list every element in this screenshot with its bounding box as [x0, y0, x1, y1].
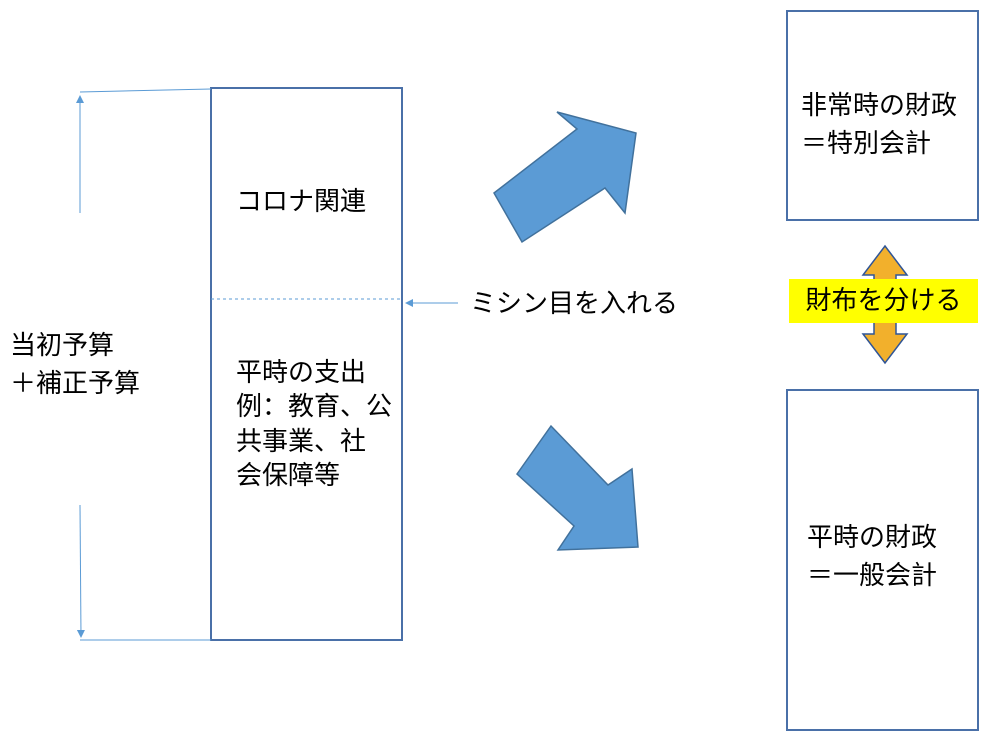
- down-right-big-arrow: [516, 424, 639, 551]
- budget-column-box: [210, 87, 403, 641]
- normal-expenditure-line-3: 共事業、社: [236, 426, 367, 457]
- left-label-line-2: ＋補正予算: [10, 368, 141, 399]
- wallet-note-label: 財布を分ける: [805, 286, 962, 316]
- general-finance-line-1: 平時の財政: [807, 523, 938, 553]
- top-dimension-leader: [79, 88, 212, 93]
- perforation-note-label: ミシン目を入れる: [470, 289, 679, 319]
- wallet-note-highlight: [789, 279, 978, 323]
- emergency-finance-line-1: 非常時の財政: [801, 91, 958, 121]
- emergency-finance-box: [786, 10, 979, 221]
- general-finance-box: [786, 389, 979, 731]
- normal-expenditure-line-4: 会保障等: [236, 460, 341, 491]
- general-finance-line-2: ＝一般会計: [807, 560, 938, 591]
- initial-plus-supplementary-budget-label: 当初予算 ＋補正予算: [10, 328, 140, 403]
- corona-related-label: コロナ関連: [236, 187, 367, 217]
- normal-expenditure-line-1: 平時の支出: [236, 358, 367, 388]
- normal-expenditure-label: 平時の支出 例：教育、公 共事業、社 会保障等: [236, 356, 392, 493]
- emergency-finance-label: 非常時の財政 ＝特別会計: [801, 88, 957, 163]
- left-label-line-1: 当初予算: [10, 331, 115, 361]
- emergency-finance-line-2: ＝特別会計: [801, 128, 932, 159]
- normal-expenditure-line-2: 例：教育、公: [236, 392, 393, 423]
- up-right-big-arrow: [493, 111, 637, 244]
- down-dimension-arrow: [76, 504, 85, 638]
- general-finance-label: 平時の財政 ＝一般会計: [807, 520, 937, 595]
